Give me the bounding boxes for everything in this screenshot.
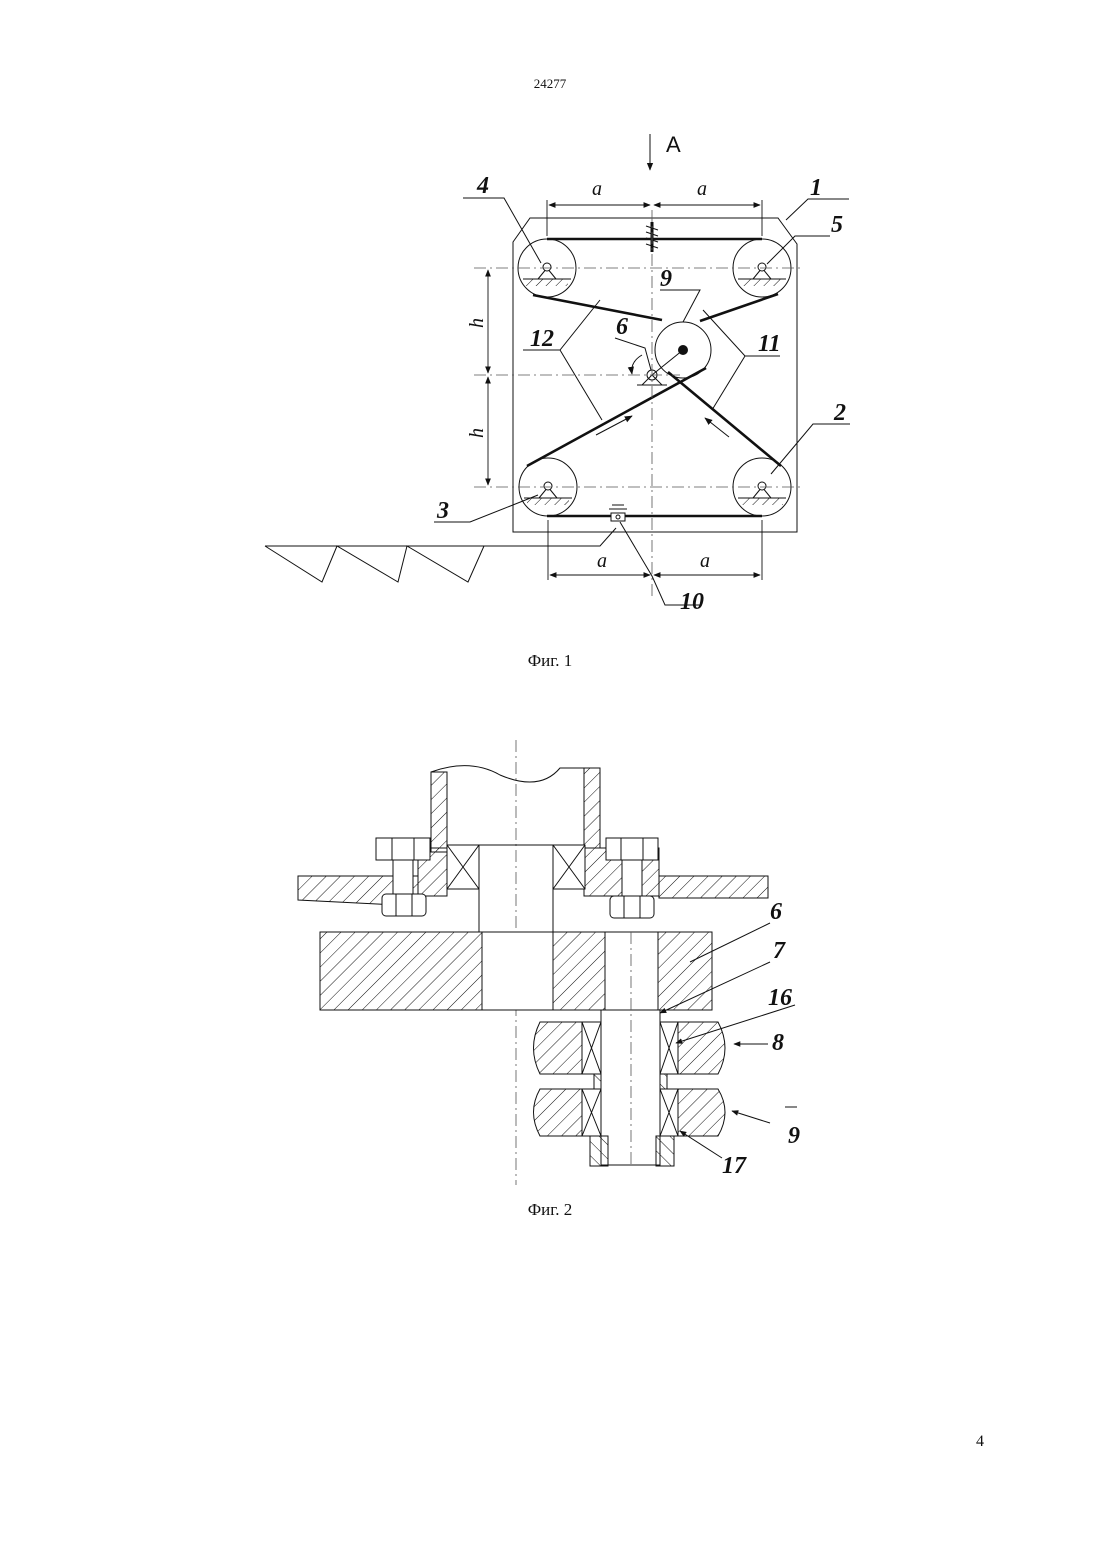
document-number: 24277 — [0, 76, 1100, 92]
spacer-left — [594, 1074, 601, 1089]
callout-12: 12 — [530, 326, 554, 352]
callout-9-fig2: 9 — [788, 1123, 800, 1149]
page-number: 4 — [976, 1433, 984, 1451]
dimension-a-bottom-left: a — [597, 550, 607, 572]
dimension-a-top-left: a — [592, 178, 602, 200]
callout-16: 16 — [768, 985, 792, 1011]
leader-lines — [434, 198, 850, 605]
callout-1: 1 — [810, 175, 822, 201]
dimension-a-top-right: a — [697, 178, 707, 200]
view-a-label: A — [666, 132, 681, 157]
callout-6: 6 — [616, 314, 628, 340]
dimension-h-upper: h — [466, 318, 488, 328]
figure-2-caption: Фиг. 2 — [0, 1200, 1100, 1220]
callout-2: 2 — [833, 400, 846, 426]
dimension-h-lower: h — [466, 428, 488, 438]
figure-1-caption: Фиг. 1 — [0, 651, 1100, 671]
callout-5: 5 — [831, 212, 843, 238]
callout-17: 17 — [722, 1153, 747, 1179]
dimension-a-bottom-right: a — [700, 550, 710, 572]
callout-11: 11 — [758, 331, 781, 357]
figure-2-drawing: 6 7 8 9 16 17 — [0, 735, 1100, 1190]
figure-1-drawing: A a a a a h h 1 2 3 4 5 6 9 10 11 12 — [0, 110, 1100, 630]
callout-6-fig2: 6 — [770, 899, 782, 925]
callout-7: 7 — [773, 938, 786, 964]
callout-9: 9 — [660, 266, 672, 292]
clamp-10 — [609, 505, 627, 521]
spacer-right — [660, 1074, 667, 1089]
base-plate — [298, 876, 768, 906]
callout-10: 10 — [680, 589, 704, 615]
callout-4: 4 — [476, 173, 489, 199]
saw-blade — [265, 528, 616, 582]
callout-8: 8 — [772, 1030, 784, 1056]
arm-6 — [320, 932, 712, 1010]
callout-3: 3 — [436, 498, 449, 524]
